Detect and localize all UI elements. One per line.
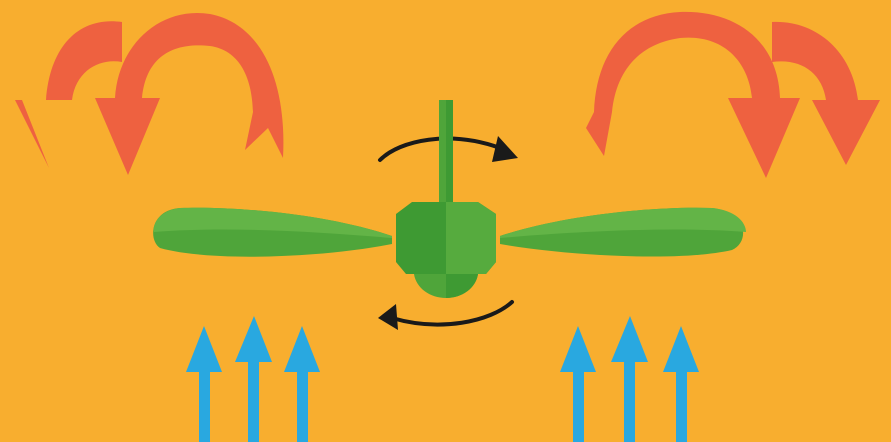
cool-air-arrows-left (186, 316, 320, 442)
cool-air-arrows-right (560, 316, 699, 442)
fan-downrod-shade (446, 100, 453, 202)
fan-motor-light (446, 202, 496, 274)
